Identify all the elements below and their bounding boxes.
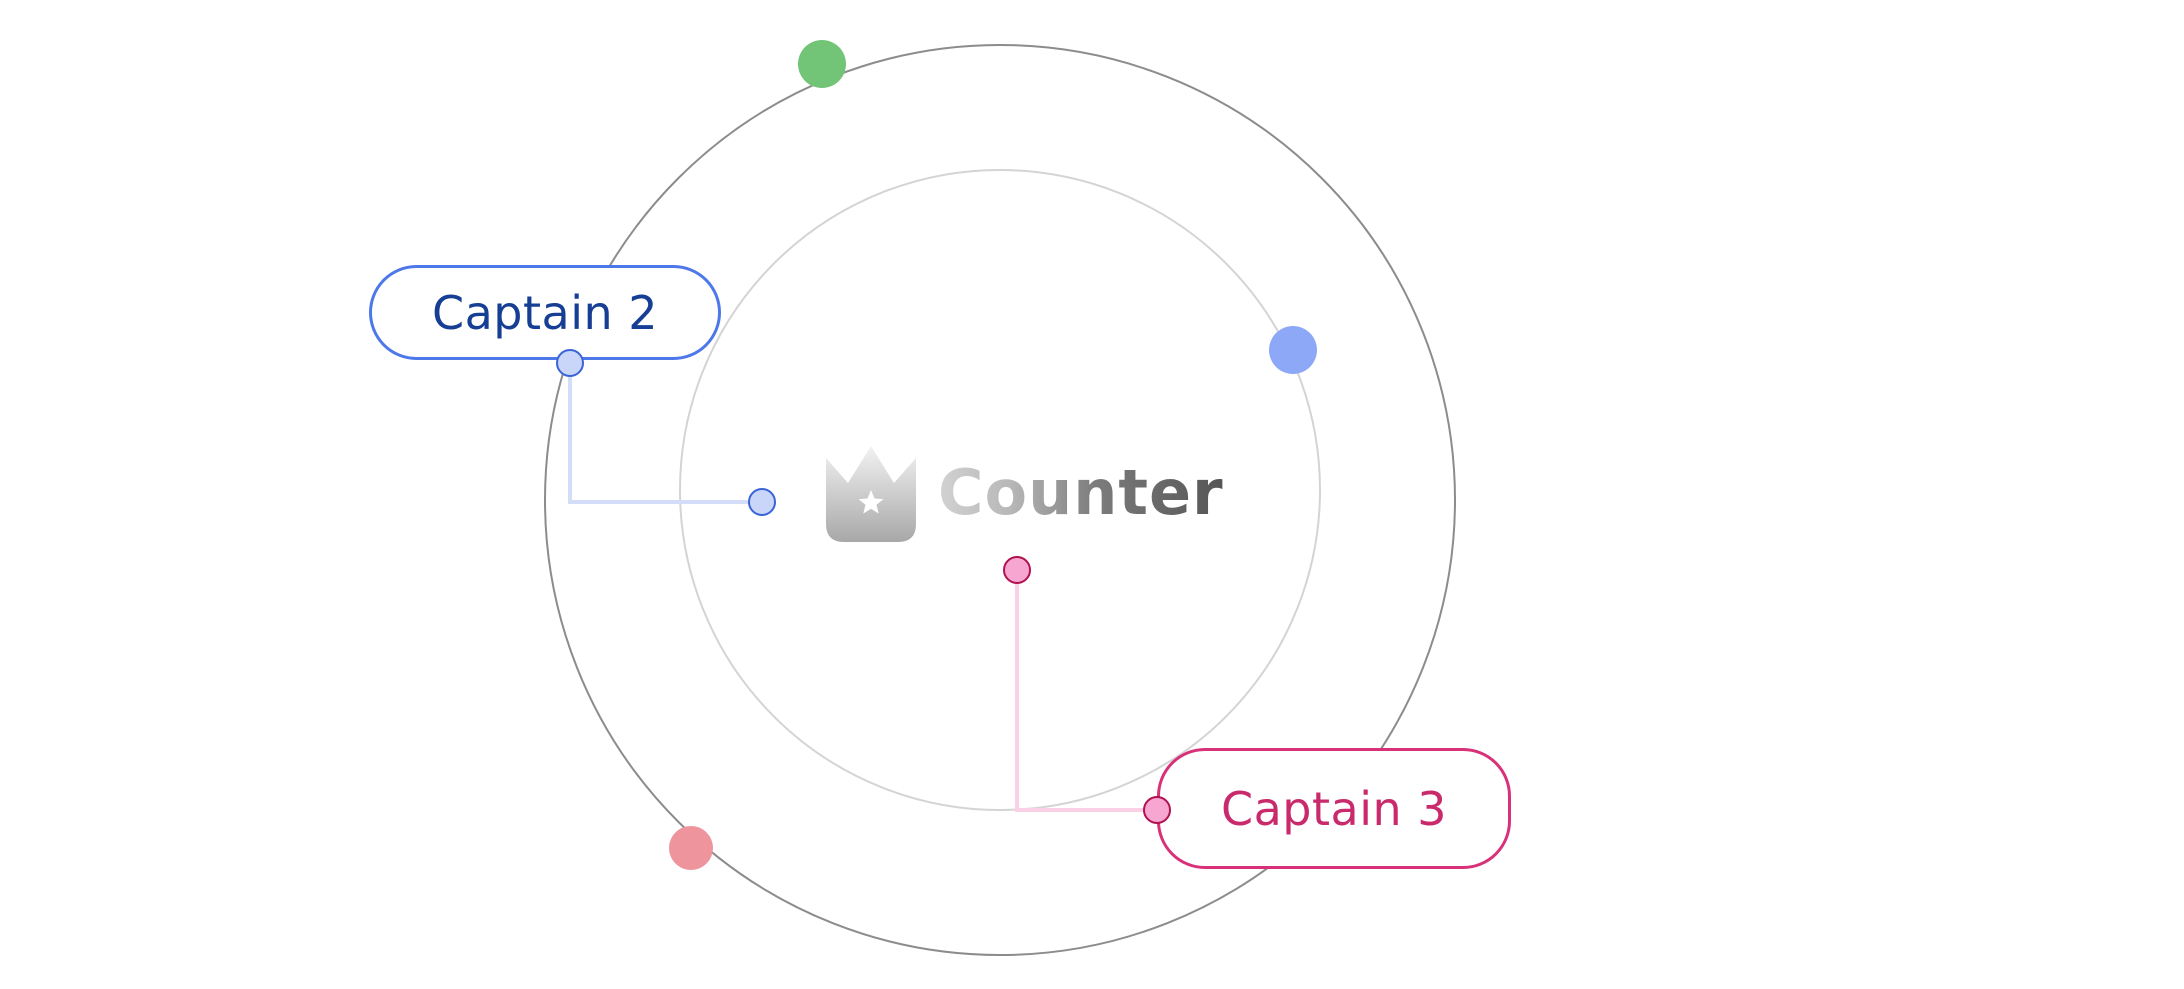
captain3-pill[interactable]: Captain 3 xyxy=(1157,748,1511,869)
captain3-label: Captain 3 xyxy=(1220,781,1448,836)
orbit-node-green xyxy=(798,40,846,88)
inner-orbit-ring xyxy=(679,169,1321,811)
captain2-label: Captain 2 xyxy=(431,285,659,340)
center-label: Counter xyxy=(938,456,1224,529)
captain2-pill[interactable]: Captain 2 xyxy=(369,265,721,360)
captain2-connector xyxy=(568,363,762,504)
outer-orbit-ring xyxy=(544,44,1456,956)
orbit-node-red xyxy=(669,826,713,870)
orbit-node-blue xyxy=(1269,326,1317,374)
crown-star-icon xyxy=(826,446,916,542)
captain3-connector xyxy=(1015,570,1200,812)
